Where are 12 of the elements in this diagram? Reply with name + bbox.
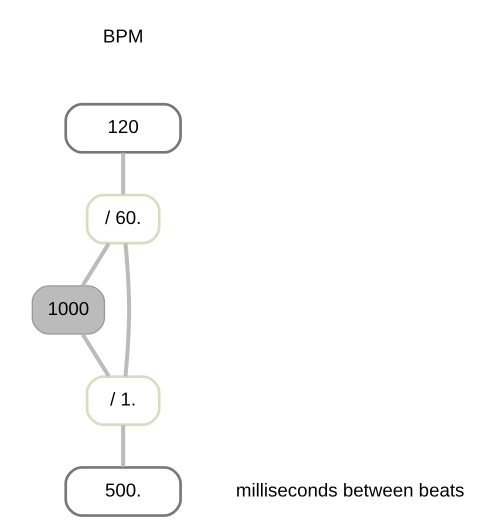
label: BPM: [102, 25, 144, 46]
connector: [121, 152, 126, 194]
node-box: 1000: [32, 285, 106, 335]
node-box: 120: [64, 102, 182, 154]
node-box: / 1.: [86, 375, 161, 426]
connector: [81, 242, 110, 286]
connector: [81, 333, 110, 378]
node-label: milliseconds between beats: [236, 479, 464, 500]
connector: [123, 243, 132, 377]
connector: [121, 425, 126, 467]
node-box: / 60.: [86, 194, 161, 244]
node-box: 500.: [64, 466, 182, 517]
